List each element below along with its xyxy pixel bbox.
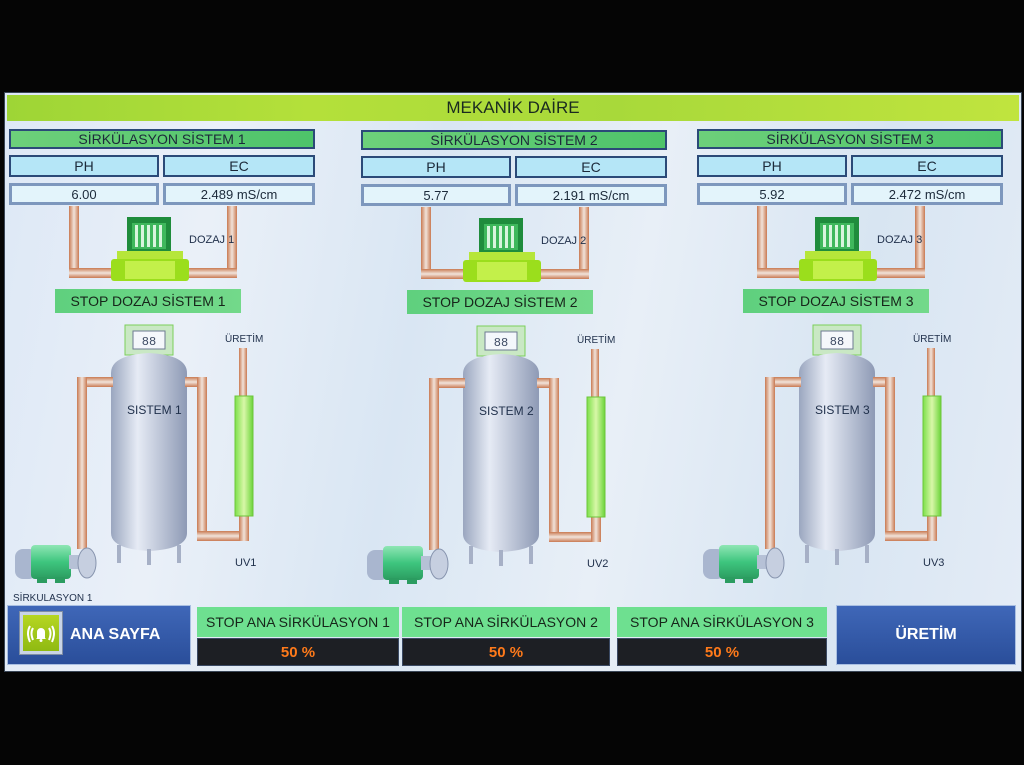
page-title: MEKANİK DAİRE	[7, 95, 1019, 121]
process-diagram: 88	[15, 206, 254, 583]
uv-label: UV2	[587, 558, 609, 570]
uv-label: UV3	[923, 557, 945, 569]
circulation-1-speed: 50 %	[197, 638, 399, 666]
ec-value: 2.472 mS/cm	[851, 183, 1003, 205]
ec-label: EC	[515, 156, 667, 178]
tank-icon	[111, 324, 187, 565]
system-panel-1: SİRKÜLASYON SİSTEM 1 PH EC 6.00 2.489 mS…	[7, 93, 347, 604]
circulation-pipe	[765, 348, 937, 549]
system-panel-3: SİRKÜLASYON SİSTEM 3 PH EC 5.92 2.472 mS…	[695, 93, 1021, 603]
process-diagram: 88	[703, 206, 942, 583]
circulation-pipe	[77, 348, 249, 549]
dosing-pump-icon	[111, 217, 189, 281]
tank-level-display: 88	[830, 335, 844, 349]
circulation-pump-icon	[367, 546, 449, 584]
ph-value: 5.92	[697, 183, 847, 205]
tank-level-display: 88	[494, 336, 508, 350]
circulation-2-speed: 50 %	[402, 638, 610, 666]
dosing-pump-icon	[799, 217, 877, 281]
ec-value: 2.489 mS/cm	[163, 183, 315, 205]
circulation-pump-icon	[703, 545, 785, 583]
uv-lamp-icon	[922, 395, 942, 517]
system-header: SİRKÜLASYON SİSTEM 3	[697, 129, 1003, 149]
stop-dosing-button[interactable]: STOP DOZAJ SİSTEM 3	[743, 289, 929, 313]
bell-alarm-icon	[23, 615, 59, 651]
stop-main-circulation-1-button[interactable]: STOP ANA SİRKÜLASYON 1	[197, 607, 399, 637]
circulation-pump-label: SİRKULASYON 1	[13, 593, 93, 604]
ph-value: 5.77	[361, 184, 511, 206]
dosing-pump-icon	[463, 218, 541, 282]
output-label: ÜRETİM	[225, 334, 264, 345]
tank-label: SISTEM 3	[815, 403, 870, 417]
hmi-screen: MEKANİK DAİRE SİRKÜLASYON SİSTEM 1 PH EC…	[4, 92, 1022, 672]
uv-lamp-icon	[234, 395, 254, 517]
stop-dosing-label: STOP DOZAJ SİSTEM 2	[422, 294, 578, 310]
stop-main-circulation-1-label: STOP ANA SİRKÜLASYON 1	[206, 614, 390, 630]
stop-main-circulation-2-label: STOP ANA SİRKÜLASYON 2	[414, 614, 598, 630]
ec-label: EC	[163, 155, 315, 177]
process-diagram: 88	[367, 207, 606, 584]
ph-label: PH	[697, 155, 847, 177]
uv-label: UV1	[235, 557, 257, 569]
uv-lamp-icon	[586, 396, 606, 518]
tank-level-display: 88	[142, 335, 156, 349]
home-button-label: ANA SAYFA	[70, 626, 161, 643]
circulation-3-speed: 50 %	[617, 638, 827, 666]
output-label: ÜRETİM	[913, 334, 952, 345]
stop-dosing-button[interactable]: STOP DOZAJ SİSTEM 2	[407, 290, 593, 314]
system-header: SİRKÜLASYON SİSTEM 2	[361, 130, 667, 150]
tank-label: SISTEM 1	[127, 403, 182, 417]
system-header: SİRKÜLASYON SİSTEM 1	[9, 129, 315, 149]
system-panel-2: SİRKÜLASYON SİSTEM 2 PH EC 5.77 2.191 mS…	[359, 94, 699, 604]
tank-icon	[799, 324, 875, 565]
dosing-pump-label: DOZAJ 3	[877, 234, 923, 246]
dosing-pump-label: DOZAJ 1	[189, 234, 235, 246]
circulation-pump-icon	[15, 545, 97, 583]
tank-label: SISTEM 2	[479, 404, 534, 418]
production-button-label: ÜRETİM	[895, 626, 957, 643]
stop-dosing-button[interactable]: STOP DOZAJ SİSTEM 1	[55, 289, 241, 313]
ph-label: PH	[361, 156, 511, 178]
stop-main-circulation-3-button[interactable]: STOP ANA SİRKÜLASYON 3	[617, 607, 827, 637]
stop-main-circulation-3-label: STOP ANA SİRKÜLASYON 3	[630, 614, 814, 630]
dosing-pump-label: DOZAJ 2	[541, 235, 587, 247]
stop-dosing-label: STOP DOZAJ SİSTEM 3	[758, 293, 914, 309]
ec-value: 2.191 mS/cm	[515, 184, 667, 206]
tank-icon	[463, 325, 539, 566]
production-button[interactable]: ÜRETİM	[836, 605, 1016, 665]
ph-value: 6.00	[9, 183, 159, 205]
alarm-button[interactable]	[19, 611, 63, 655]
ec-label: EC	[851, 155, 1003, 177]
output-label: ÜRETİM	[577, 335, 616, 346]
stop-main-circulation-2-button[interactable]: STOP ANA SİRKÜLASYON 2	[402, 607, 610, 637]
stop-dosing-label: STOP DOZAJ SİSTEM 1	[70, 293, 226, 309]
circulation-pipe	[429, 349, 601, 550]
ph-label: PH	[9, 155, 159, 177]
